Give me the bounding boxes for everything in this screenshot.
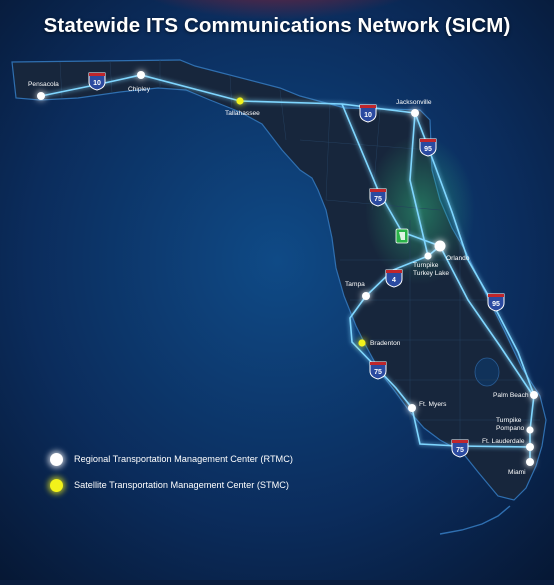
i75-north-label: 75	[374, 196, 382, 203]
i95-south-shield: 95	[487, 293, 505, 312]
link-gulf	[349, 295, 531, 448]
rtmc-orlando-node[interactable]	[434, 240, 446, 252]
rtmc-chipley-node[interactable]	[137, 71, 145, 79]
interstate-shields: 10 10 95 75 4 95 75	[88, 72, 505, 458]
label-tampa: Tampa	[345, 281, 365, 288]
label-ft-lauderdale: Ft. Lauderdale	[482, 438, 525, 445]
rtmc-jacksonville-node[interactable]	[411, 109, 419, 117]
i4-shield: 4	[385, 269, 403, 288]
label-chipley: Chipley	[128, 86, 151, 93]
label-palm-beach: Palm Beach	[493, 392, 529, 399]
legend-item-rtmc: Regional Transportation Management Cente…	[50, 446, 293, 472]
rtmc-miami-node[interactable]	[526, 458, 534, 466]
rtmc-pensacola-node[interactable]	[37, 92, 45, 100]
label-orlando: Orlando	[446, 255, 470, 262]
legend-rtmc-label: Regional Transportation Management Cente…	[74, 454, 293, 464]
city-labels: Pensacola Chipley Tallahassee Jacksonvil…	[28, 81, 529, 476]
label-pensacola: Pensacola	[28, 81, 59, 88]
label-turkey-lake: Turkey Lake	[413, 270, 449, 277]
title-glow	[107, 0, 447, 80]
i75-south-label: 75	[374, 369, 382, 376]
transportation-centers	[37, 71, 538, 466]
label-bradenton: Bradenton	[370, 340, 401, 347]
label-ft-myers: Ft. Myers	[419, 401, 447, 408]
i95-north-label: 95	[424, 146, 432, 153]
i95-south-label: 95	[492, 301, 500, 308]
i95-north-shield: 95	[419, 138, 437, 157]
i75-alley-shield: 75	[451, 439, 469, 458]
rtmc-palm-beach-node[interactable]	[530, 391, 538, 399]
link-i75	[341, 103, 441, 247]
rtmc-turkey-lake-node[interactable]	[424, 252, 432, 260]
label-turnpike: Turnpike	[413, 262, 439, 269]
label-jacksonville: Jacksonville	[396, 99, 432, 106]
legend-item-stmc: Satellite Transportation Management Cent…	[50, 472, 293, 498]
lake-okeechobee	[474, 357, 500, 387]
stmc-bradenton-node[interactable]	[358, 339, 366, 347]
i10-west-shield: 10	[88, 72, 106, 91]
legend: Regional Transportation Management Cente…	[50, 446, 293, 498]
rtmc-tampa-node[interactable]	[362, 292, 370, 300]
label-turnpike-pompano-2: Pompano	[496, 425, 525, 432]
rtmc-pompano-node[interactable]	[526, 426, 534, 434]
i4-label: 4	[392, 277, 396, 284]
label-tallahassee: Tallahassee	[225, 110, 260, 117]
i10-east-label: 10	[364, 112, 372, 119]
i10-west-label: 10	[93, 80, 101, 87]
county-lines	[59, 60, 540, 450]
stmc-tallahassee-node[interactable]	[236, 97, 244, 105]
central-glow	[365, 135, 475, 285]
rtmc-dot-icon	[50, 452, 63, 466]
stmc-dot-icon	[50, 478, 63, 492]
i75-north-shield: 75	[369, 188, 387, 207]
turnpike-sign-icon	[395, 228, 409, 244]
florida-keys	[439, 505, 511, 535]
rtmc-ft-lauderdale-node[interactable]	[526, 443, 534, 451]
i75-south-shield: 75	[369, 361, 387, 380]
label-turnpike-pompano-1: Turnpike	[496, 417, 522, 424]
legend-stmc-label: Satellite Transportation Management Cent…	[74, 480, 289, 490]
i75-alley-label: 75	[456, 447, 464, 454]
i10-east-shield: 10	[359, 104, 377, 123]
page-title: Statewide ITS Communications Network (SI…	[43, 14, 511, 37]
label-miami: Miami	[508, 469, 526, 476]
link-se-coast	[529, 394, 535, 462]
rtmc-ft-myers-node[interactable]	[408, 404, 416, 412]
